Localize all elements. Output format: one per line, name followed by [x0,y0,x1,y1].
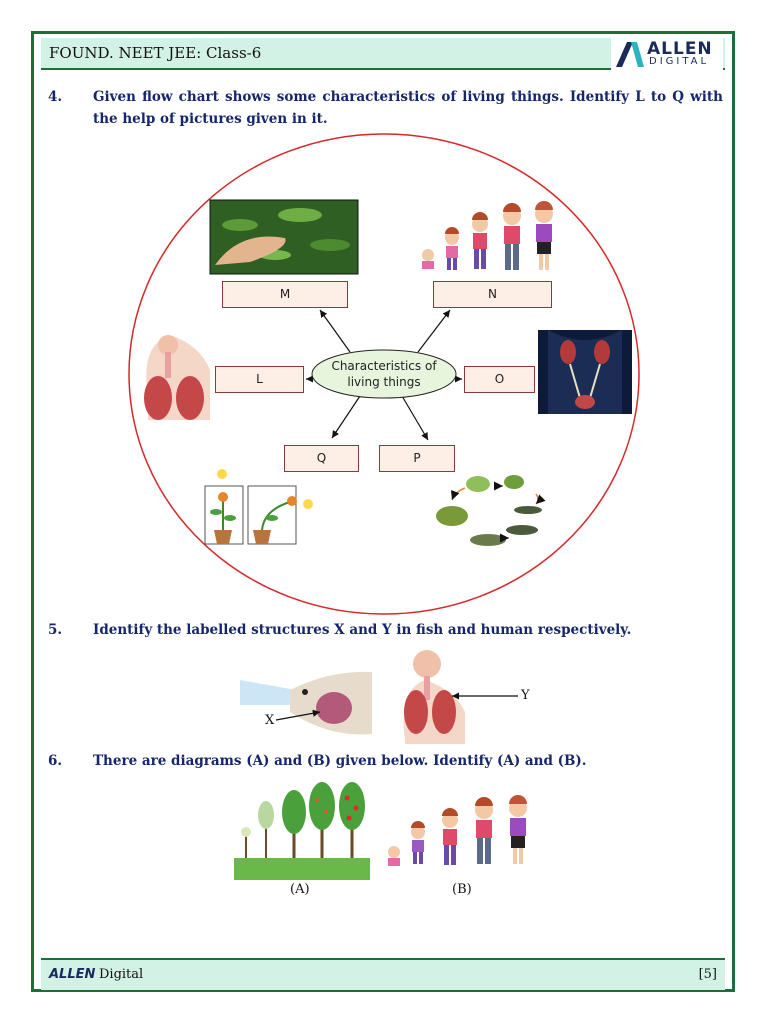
box-m: M [222,281,348,308]
label-y: Y [521,688,530,703]
logo-sub-text: DIGITAL [649,56,710,67]
header-bar: FOUND. NEET JEE: Class-6 ALLEN DIGITAL [41,38,725,70]
arrow-to-q [331,395,361,439]
tree-growth-image [234,782,370,880]
excretory-system-image [538,330,632,414]
allen-logo-icon [616,42,644,67]
box-l: L [215,366,304,393]
arrow-to-n [417,309,451,353]
label-x: X [265,713,275,728]
arrow-to-m [319,309,351,353]
logo-main-text: ALLEN [647,39,713,59]
label-b: (B) [452,882,472,897]
question-text: There are diagrams (A) and (B) given bel… [93,753,587,769]
page-frame [31,31,735,992]
footer-brand: ALLEN [49,967,96,982]
page-number: [5] [698,967,717,982]
label-a: (A) [290,882,310,897]
outer-circle [128,133,640,615]
frog-life-cycle-image [436,475,546,546]
question-number: 4. [48,89,63,105]
human-lungs-image [403,650,518,744]
question-number: 6. [48,753,63,769]
question-text: Given flow chart shows some characterist… [93,89,723,127]
box-o: O [464,366,535,393]
fish-gills-image [240,671,372,735]
arrow-to-p [401,395,429,441]
phototropism-image [204,469,313,545]
box-p: P [379,445,455,472]
header-title: FOUND. NEET JEE: Class-6 [49,44,262,62]
center-label: Characteristics of living things [312,358,456,390]
center-label-line2: living things [347,375,421,389]
footer-digital: Digital [99,967,144,982]
box-n: N [433,281,552,308]
human-growth-image [388,795,527,866]
allen-logo: ALLEN DIGITAL [611,38,723,70]
plant-touch-image [209,199,359,275]
center-ellipse [311,349,457,399]
footer-bar: ALLEN Digital [5] [41,958,725,990]
question-text: Identify the labelled structures X and Y… [93,622,632,638]
question-number: 5. [48,622,63,638]
girl-growth-image [422,201,553,270]
respiratory-system-image [144,335,210,420]
center-label-line1: Characteristics of [331,359,437,373]
box-q: Q [284,445,359,472]
